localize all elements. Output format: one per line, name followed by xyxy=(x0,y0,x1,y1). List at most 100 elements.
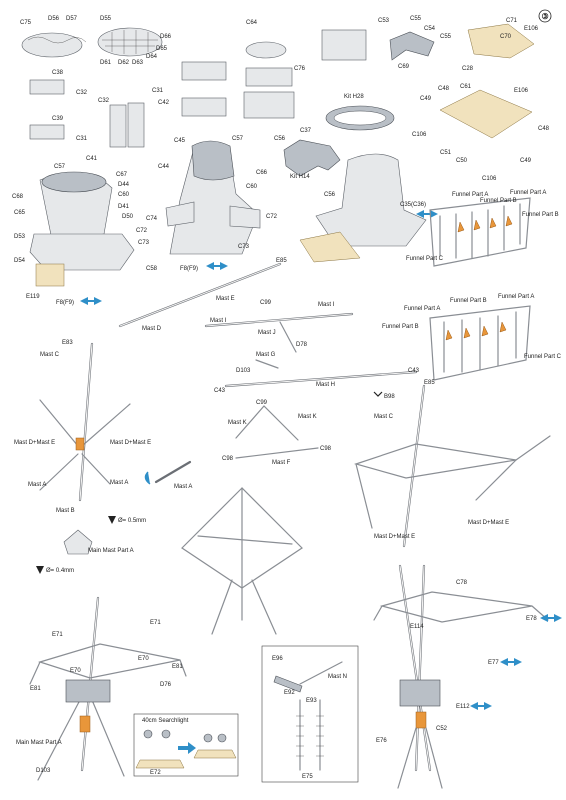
label-c37: C37 xyxy=(300,128,312,134)
mast-d-e-strip-highlight xyxy=(119,263,281,327)
label-mast-h: Mast H xyxy=(316,382,335,388)
diameter-04-icon xyxy=(36,566,44,574)
label-funnel-part-b-1: Funnel Part B xyxy=(480,198,517,204)
label-main-mast-part-a-bl: Main Mast Part A xyxy=(16,740,62,746)
top-left-labels: C75 D56 D57 D55 D66 D65 D64 D63 D62 D61 … xyxy=(20,16,550,182)
tripod-left-mast-c-highlight xyxy=(79,343,93,501)
detail-box xyxy=(261,645,359,783)
label-e71-b: E71 xyxy=(150,620,161,626)
label-d64: D64 xyxy=(146,54,158,60)
mast-h-strip-highlight xyxy=(225,371,417,387)
label-d62: D62 xyxy=(118,60,130,66)
detail-box-labels: E96 E92 Mast N E93 E75 xyxy=(272,656,347,780)
br-brass-collar xyxy=(415,711,427,729)
mast-part-labels: E85 Mast E Mast D C99 Mast I Mast I Mast… xyxy=(142,258,420,466)
mast-i-strip-highlight xyxy=(205,313,353,327)
label-d63: D63 xyxy=(132,60,144,66)
label-c72-mid: C72 xyxy=(266,214,278,220)
label-c61: C61 xyxy=(460,84,472,90)
funnel-frame-lower-body xyxy=(429,305,531,381)
label-c72-left: C72 xyxy=(136,228,148,234)
label-d56: D56 xyxy=(48,16,60,22)
label-mast-j: Mast J xyxy=(258,330,276,336)
label-e77: E77 xyxy=(488,660,499,666)
label-mast-i-1: Mast I xyxy=(318,302,335,308)
part-c39 xyxy=(29,124,65,140)
label-e75: E75 xyxy=(302,774,313,780)
brass-mark xyxy=(499,321,507,333)
label-c31a: C31 xyxy=(76,136,88,142)
part-d55-grid xyxy=(102,30,158,54)
part-c32-panel xyxy=(109,104,127,148)
label-c48a: C48 xyxy=(438,86,450,92)
brass-mark xyxy=(505,215,513,227)
label-mast-k-2: Mast K xyxy=(298,414,317,420)
label-d53: D53 xyxy=(14,234,26,240)
label-c53: C53 xyxy=(378,18,390,24)
label-c55b: C55 xyxy=(440,34,452,40)
part-c70-pe xyxy=(467,23,535,59)
funnel-frame-lower xyxy=(429,305,531,381)
br-platform xyxy=(399,679,441,707)
label-c31b: C31 xyxy=(152,88,164,94)
label-c49a: C49 xyxy=(420,96,432,102)
tripod-left-strut-2 xyxy=(81,403,131,447)
label-d65: D65 xyxy=(156,46,168,52)
label-mast-i-2: Mast I xyxy=(210,318,227,324)
label-d44: D44 xyxy=(118,182,130,188)
label-main-mast-part-a: Main Mast Part A xyxy=(88,548,134,554)
br-e112-arrow-icon xyxy=(470,702,492,710)
label-c98a: C98 xyxy=(222,456,234,462)
brass-mark xyxy=(463,327,471,339)
label-c55a: C55 xyxy=(410,16,422,22)
searchlight-assembled-pe xyxy=(193,749,237,759)
bl-brass-collar xyxy=(79,715,91,733)
left-tripod-labels: E83 Mast C Mast D+Mast E Mast D+Mast E M… xyxy=(14,340,192,514)
label-b98: B98 xyxy=(384,394,395,400)
funnel-mid xyxy=(165,140,261,270)
part-c64 xyxy=(245,41,287,59)
label-e81-a: E81 xyxy=(30,686,41,692)
mast-a-strip xyxy=(154,460,192,484)
funnel-right-ladder xyxy=(299,231,361,263)
label-e106b: E106 xyxy=(514,88,529,94)
right-tripod-labels: E85 B98 Mast C Mast D+Mast E Mast D+Mast… xyxy=(373,380,509,540)
label-kit-h28: Kit H28 xyxy=(344,94,364,100)
label-mast-a-strip: Mast A xyxy=(174,484,192,490)
label-c51: C51 xyxy=(440,150,452,156)
label-d66: D66 xyxy=(160,34,172,40)
part-c55 xyxy=(389,31,435,61)
label-c73-mid: C73 xyxy=(238,244,250,250)
label-c60-left: C60 xyxy=(118,192,130,198)
step-number: ③ xyxy=(542,12,549,21)
bl-yard-end-1 xyxy=(29,661,41,685)
bl-leg-1 xyxy=(37,699,81,781)
funnel-mid-labels: C45 C57 C44 C66 C60 C74 C72 C73 C58 F8(F… xyxy=(146,136,278,272)
searchlight-arrow-icon xyxy=(178,742,196,754)
brass-mark xyxy=(481,325,489,337)
label-mast-c-left: Mast C xyxy=(40,352,60,358)
label-mast-de-right-2: Mast D+Mast E xyxy=(468,520,509,526)
tripod-right-leg-2 xyxy=(475,459,517,501)
mast-f-strip xyxy=(235,447,319,459)
label-c43a: C43 xyxy=(408,368,420,374)
tripod-left-strut-1 xyxy=(39,399,79,447)
part-c61-pe xyxy=(439,89,533,139)
label-c106b: C106 xyxy=(482,176,497,182)
funnel-mid-top xyxy=(191,140,235,181)
label-c52: C52 xyxy=(436,726,448,732)
funnel-right xyxy=(283,139,438,263)
part-c75 xyxy=(21,32,83,58)
label-c43b: C43 xyxy=(214,388,226,394)
label-e112: E112 xyxy=(456,704,470,710)
label-e114: E114 xyxy=(410,624,424,630)
main-mast-part-a-shape xyxy=(63,529,93,555)
bl-yard xyxy=(37,643,181,679)
part-c76-upper xyxy=(245,67,293,87)
label-e81-b: E81 xyxy=(172,664,183,670)
label-funnel-part-a-1: Funnel Part A xyxy=(452,192,488,198)
label-c57-mid: C57 xyxy=(232,136,244,142)
part-d55 xyxy=(97,27,163,57)
label-e83: E83 xyxy=(62,340,73,346)
